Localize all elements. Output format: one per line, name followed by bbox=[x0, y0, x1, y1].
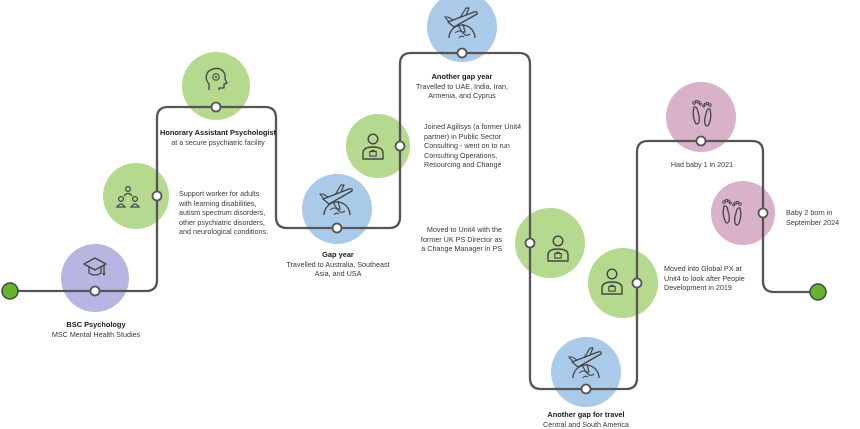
node-honorary bbox=[210, 101, 222, 113]
label-bsc: BSC Psychology MSC Mental Health Studies bbox=[40, 320, 152, 339]
label-support-text: Support worker for adults with learning … bbox=[179, 189, 269, 237]
node-baby1 bbox=[695, 135, 707, 147]
label-gap3: Another gap for travel Central and South… bbox=[528, 410, 644, 429]
label-unit4-text: Moved to Unit4 with the former UK PS Dir… bbox=[420, 225, 502, 254]
circle-support bbox=[103, 163, 169, 229]
label-gap1-text: Travelled to Australia, Southeast Asia, … bbox=[286, 259, 390, 279]
label-gap2: Another gap year Travelled to UAE, India… bbox=[414, 72, 510, 101]
label-baby1-text: Had baby 1 in 2021 bbox=[670, 160, 734, 169]
label-support: Support worker for adults with learning … bbox=[179, 189, 271, 237]
node-gap3 bbox=[580, 383, 592, 395]
label-gap2-title: Another gap year bbox=[431, 72, 493, 81]
label-gap1: Gap year Travelled to Australia, Southea… bbox=[286, 250, 390, 279]
circle-honorary bbox=[182, 52, 250, 120]
label-bsc-text: MSC Mental Health Studies bbox=[51, 329, 141, 339]
node-global bbox=[631, 277, 643, 289]
label-honorary: Honorary Assistant Psychologist at a sec… bbox=[152, 128, 284, 147]
label-honorary-title: Honorary Assistant Psychologist bbox=[160, 128, 276, 137]
label-agilisys-text: Joined Agilisys (a former Unit4 partner)… bbox=[424, 122, 522, 170]
node-gap1 bbox=[331, 222, 343, 234]
label-baby2-text: Baby 2 born in September 2024 bbox=[786, 208, 840, 227]
timeline-nodes bbox=[89, 47, 769, 395]
label-gap3-text: Central and South America bbox=[543, 419, 629, 429]
node-support bbox=[151, 190, 163, 202]
timeline-end-dot bbox=[809, 283, 827, 301]
label-gap2-text: Travelled to UAE, India, Iran, Armenia, … bbox=[415, 81, 509, 101]
node-gap2 bbox=[456, 47, 468, 59]
label-global-text: Moved into Global PX at Unit4 to look af… bbox=[664, 264, 745, 293]
milestone-circles bbox=[61, 0, 775, 407]
node-unit4 bbox=[524, 237, 536, 249]
circle-bsc bbox=[61, 244, 129, 312]
circle-agilisys bbox=[346, 114, 410, 178]
label-gap1-title: Gap year bbox=[322, 250, 354, 259]
node-agilisys bbox=[394, 140, 406, 152]
timeline-start-dot bbox=[1, 282, 19, 300]
circle-global bbox=[588, 248, 658, 318]
circle-baby2 bbox=[711, 181, 775, 245]
label-gap3-title: Another gap for travel bbox=[547, 410, 625, 419]
node-bsc bbox=[89, 285, 101, 297]
label-unit4: Moved to Unit4 with the former UK PS Dir… bbox=[420, 225, 502, 254]
label-bsc-title: BSC Psychology bbox=[66, 320, 126, 329]
label-global: Moved into Global PX at Unit4 to look af… bbox=[664, 264, 746, 293]
node-baby2 bbox=[757, 207, 769, 219]
label-agilisys: Joined Agilisys (a former Unit4 partner)… bbox=[424, 122, 528, 170]
label-baby1: Had baby 1 in 2021 bbox=[656, 160, 748, 170]
label-honorary-text: at a secure psychiatric facility bbox=[171, 137, 265, 147]
circle-baby1 bbox=[666, 82, 736, 152]
label-baby2: Baby 2 born in September 2024 bbox=[786, 208, 854, 227]
